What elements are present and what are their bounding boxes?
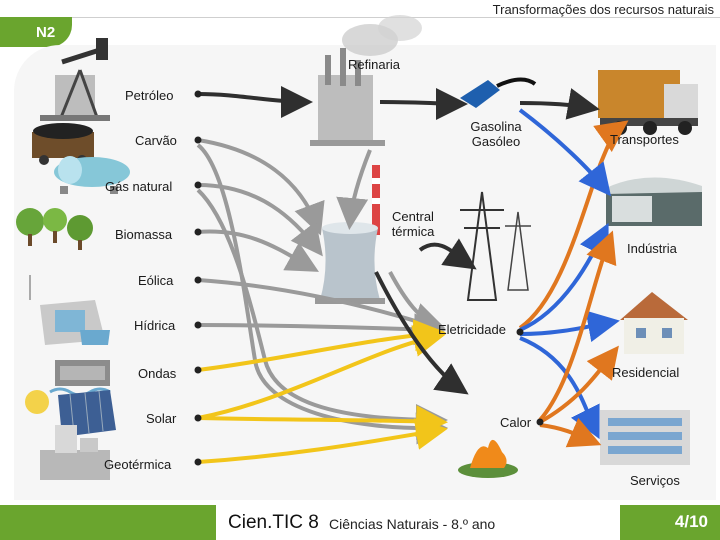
label-biomassa: Biomassa: [115, 227, 172, 242]
label-refinaria: Refinaria: [348, 57, 400, 72]
flow-refinaria-combustiveis: [380, 102, 460, 104]
flow-combustiveis-transportes: [520, 103, 592, 108]
label-central: Central: [384, 209, 442, 224]
label-carvao: Carvão: [135, 133, 177, 148]
label-calor: Calor: [500, 415, 531, 430]
flow-central-eletricidade: [390, 272, 438, 326]
label-servicos: Serviços: [630, 473, 680, 488]
flow-biomassa-central: [198, 232, 312, 268]
trees-icon: [16, 208, 93, 250]
flow-eletricidade-transportes: [520, 125, 622, 328]
label-eletricidade: Eletricidade: [438, 322, 506, 337]
refinery-icon: [310, 15, 422, 146]
power-pylon-icon: [460, 192, 531, 300]
label-eolica: Eólica: [138, 273, 173, 288]
label-gasoleo: Gasóleo: [465, 134, 527, 149]
building-icon: [600, 410, 690, 465]
flow-ondas-eletricidade: [198, 333, 438, 370]
label-hidrica: Hídrica: [134, 318, 175, 333]
label-petroleo: Petróleo: [125, 88, 173, 103]
flow-combustiveis-industria: [520, 110, 606, 190]
flow-petroleo-refinaria: [198, 94, 305, 102]
house-icon: [620, 292, 688, 354]
wave-plant-icon: [50, 360, 110, 395]
label-transportes: Transportes: [610, 132, 679, 147]
label-ondas: Ondas: [138, 366, 176, 381]
oil-pump-icon: [40, 38, 110, 121]
label-gas-natural: Gás natural: [105, 179, 172, 194]
fire-icon: [458, 440, 518, 478]
sun-icon: [25, 390, 49, 414]
flow-hidrica-eletricidade: [198, 325, 438, 330]
geothermal-plant-icon: [40, 425, 110, 480]
dam-icon: [40, 300, 110, 345]
flow-refinaria-central: [350, 150, 370, 222]
label-geotermica: Geotérmica: [104, 457, 171, 472]
footer-brand: Cien.TIC 8: [228, 512, 319, 534]
label-residencial: Residencial: [612, 365, 679, 380]
label-combustiveis: Gasolina Gasóleo: [465, 119, 527, 149]
chimney-icon: [372, 165, 380, 235]
truck-icon: [598, 70, 698, 135]
label-central-termica: Central térmica: [384, 209, 442, 239]
footer-subject: Ciências Naturais - 8.º ano: [329, 516, 495, 532]
label-termica: térmica: [384, 224, 442, 239]
flow-calor-servicos: [540, 425, 594, 442]
label-gasolina: Gasolina: [465, 119, 527, 134]
page-number: 4/10: [675, 512, 708, 532]
flow-central-eletricidade-pylon: [420, 245, 470, 265]
label-solar: Solar: [146, 411, 176, 426]
flow-geotermica-calor: [198, 430, 440, 462]
cooling-tower-icon: [315, 222, 385, 304]
label-industria: Indústria: [627, 241, 677, 256]
factory-icon: [606, 177, 702, 226]
